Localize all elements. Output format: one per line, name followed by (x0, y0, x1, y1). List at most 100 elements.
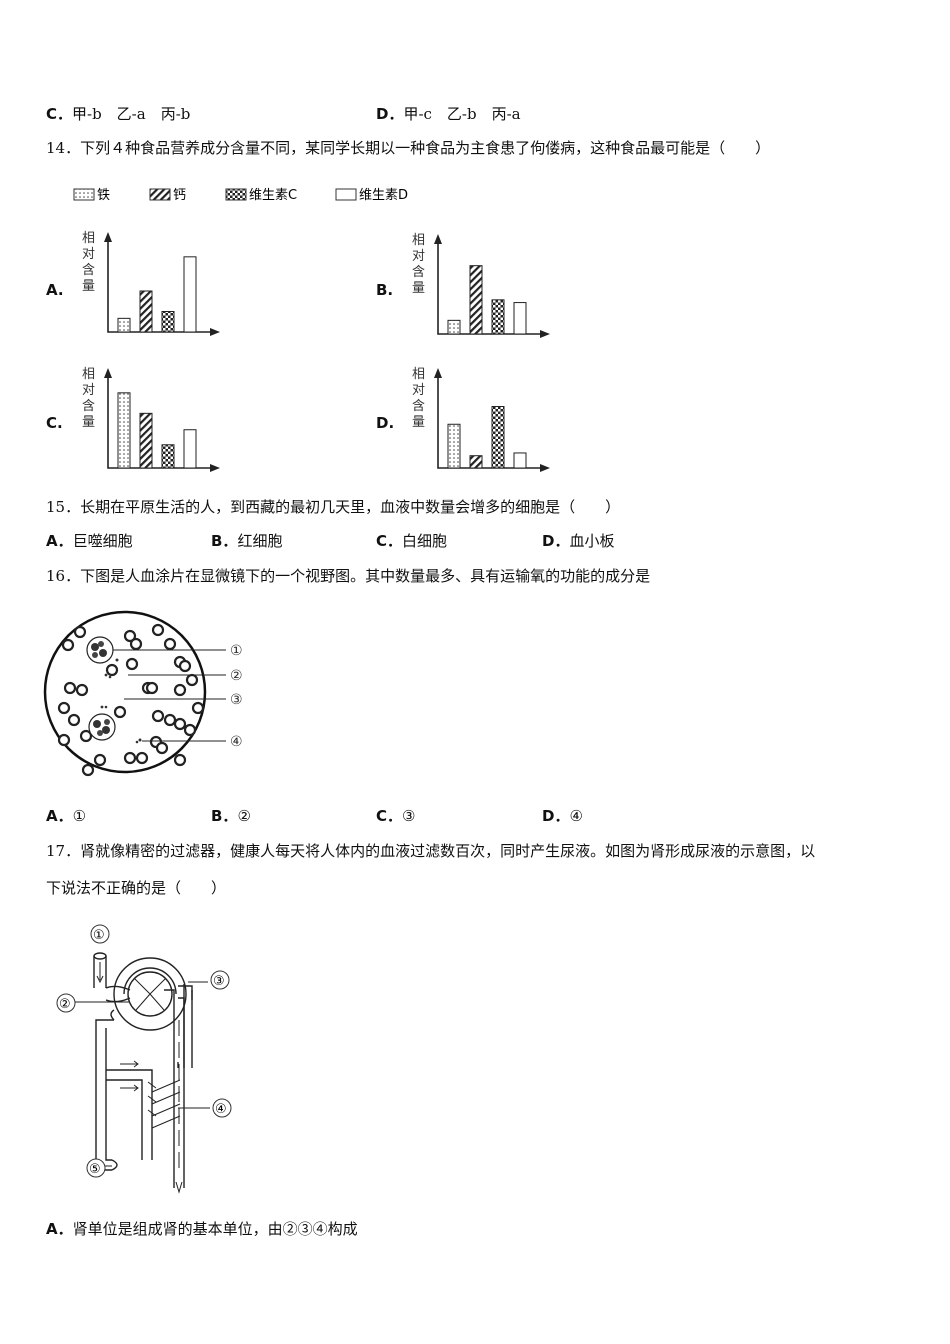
q16-option-b[interactable]: B．② (211, 805, 251, 826)
y-axis-label-char: 量 (412, 281, 425, 296)
y-axis-label-char: 对 (412, 249, 425, 264)
q14-option-a-label[interactable]: A. (46, 281, 64, 299)
option-text: 巨噬细胞 (72, 532, 133, 550)
option-label: D． (542, 807, 570, 825)
marker-1: ① (230, 643, 243, 659)
red-blood-cell (57, 733, 71, 747)
option-text: ③ (402, 807, 416, 825)
option-label: C． (46, 105, 73, 123)
option-text: 甲-c 乙-b 丙-a (403, 105, 521, 123)
bar-vitamin-d (513, 452, 527, 469)
red-blood-cell (93, 753, 107, 767)
q14-option-c-label[interactable]: C. (46, 414, 63, 432)
red-blood-cell (125, 657, 139, 671)
q14-stem: 14．下列４种食品营养成分含量不同，某同学长期以一种食品为主食患了佝偻病，这种食… (46, 139, 771, 157)
chart-axes (437, 238, 546, 335)
marker-2: ② (230, 668, 243, 684)
q16-option-d[interactable]: D．④ (542, 805, 583, 826)
bar-iron (447, 319, 461, 335)
y-axis-label-char: 相 (412, 367, 425, 382)
q13-option-d[interactable]: D．甲-c 乙-b 丙-a (376, 103, 521, 124)
legend-swatch-calcium (149, 188, 171, 201)
option-text: 肾单位是组成肾的基本单位，由②③④构成 (72, 1220, 358, 1238)
legend-label-iron: 铁 (97, 188, 110, 203)
option-label: A． (46, 807, 73, 825)
bar-vitamin-d (183, 429, 197, 469)
red-blood-cell (191, 701, 205, 715)
red-blood-cell (163, 637, 177, 651)
red-blood-cell (57, 701, 71, 715)
bar-calcium (139, 412, 153, 469)
x-axis-arrow (210, 464, 220, 472)
red-blood-cell (145, 681, 159, 695)
option-label: B． (211, 532, 238, 550)
y-axis-label-char: 含 (412, 264, 425, 280)
y-axis-label-char: 对 (82, 247, 95, 262)
marker-5: ⑤ (89, 1162, 101, 1177)
marker-1: ① (93, 928, 105, 943)
y-axis-label-char: 对 (82, 383, 95, 398)
bar-vitamin-d (513, 302, 527, 335)
q17-option-a[interactable]: A．肾单位是组成肾的基本单位，由②③④构成 (46, 1218, 358, 1239)
legend-swatch-vitc (225, 188, 247, 201)
platelets (100, 658, 142, 744)
q16-option-a[interactable]: A．① (46, 805, 86, 826)
legend-label-vitd: 维生素D (359, 188, 408, 203)
option-label: B． (211, 807, 238, 825)
q14-option-b-label[interactable]: B. (376, 281, 394, 299)
q15-option-b[interactable]: B．红细胞 (211, 530, 282, 551)
red-blood-cell (173, 717, 187, 731)
bar-calcium (139, 290, 153, 333)
y-axis-label-char: 量 (82, 415, 95, 430)
q17-stem-line2: 下说法不正确的是（ ） (46, 879, 227, 897)
y-axis-label-char: 相 (82, 231, 95, 246)
red-blood-cell (151, 709, 165, 723)
option-label: D． (376, 105, 404, 123)
red-blood-cell (173, 753, 187, 767)
red-blood-cell (105, 663, 119, 677)
marker-3: ③ (213, 974, 225, 989)
q15-option-d[interactable]: D．血小板 (542, 530, 614, 551)
y-axis-arrow (434, 368, 442, 378)
x-axis-arrow (540, 464, 550, 472)
bar-iron (117, 392, 131, 469)
marker-3: ③ (230, 692, 243, 708)
red-blood-cell (129, 637, 143, 651)
q15-option-c[interactable]: C．白细胞 (376, 530, 447, 551)
option-label: C． (376, 807, 403, 825)
red-blood-cell (63, 681, 77, 695)
chart-axes (107, 372, 216, 469)
option-label: A． (46, 532, 73, 550)
red-blood-cell (155, 741, 169, 755)
x-axis-arrow (210, 328, 220, 336)
x-axis-arrow (540, 330, 550, 338)
chart-axes (437, 372, 546, 469)
y-axis-label-char: 相 (412, 233, 425, 248)
bar-iron (447, 423, 461, 469)
red-blood-cell (113, 705, 127, 719)
red-blood-cell (151, 623, 165, 637)
nephron-figure: ① ② ③ ④ ⑤ (56, 924, 232, 1194)
option-label: C． (376, 532, 403, 550)
q13-option-c[interactable]: C．甲-b 乙-a 丙-b (46, 103, 190, 124)
marker-2: ② (59, 997, 71, 1012)
bar-vitamin-c (161, 311, 175, 333)
legend-label-vitc: 维生素C (249, 188, 297, 203)
q15-stem: 15．长期在平原生活的人，到西藏的最初几天里，血液中数量会增多的细胞是（ ） (46, 498, 621, 516)
y-axis-label-char: 量 (82, 279, 95, 294)
q15-option-a[interactable]: A．巨噬细胞 (46, 530, 133, 551)
q16-option-c[interactable]: C．③ (376, 805, 415, 826)
y-axis-arrow (104, 368, 112, 378)
q14-option-d-label[interactable]: D. (376, 414, 395, 432)
bar-vitamin-d (183, 256, 197, 333)
y-axis-arrow (434, 234, 442, 244)
red-blood-cell (123, 751, 137, 765)
y-axis-label-char: 含 (82, 398, 95, 414)
red-blood-cell (79, 729, 93, 743)
option-text: 甲-b 乙-a 丙-b (72, 105, 191, 123)
red-blood-cell (173, 683, 187, 697)
y-axis-label-char: 含 (412, 398, 425, 414)
red-blood-cell (178, 659, 192, 673)
option-text: 血小板 (569, 532, 615, 550)
